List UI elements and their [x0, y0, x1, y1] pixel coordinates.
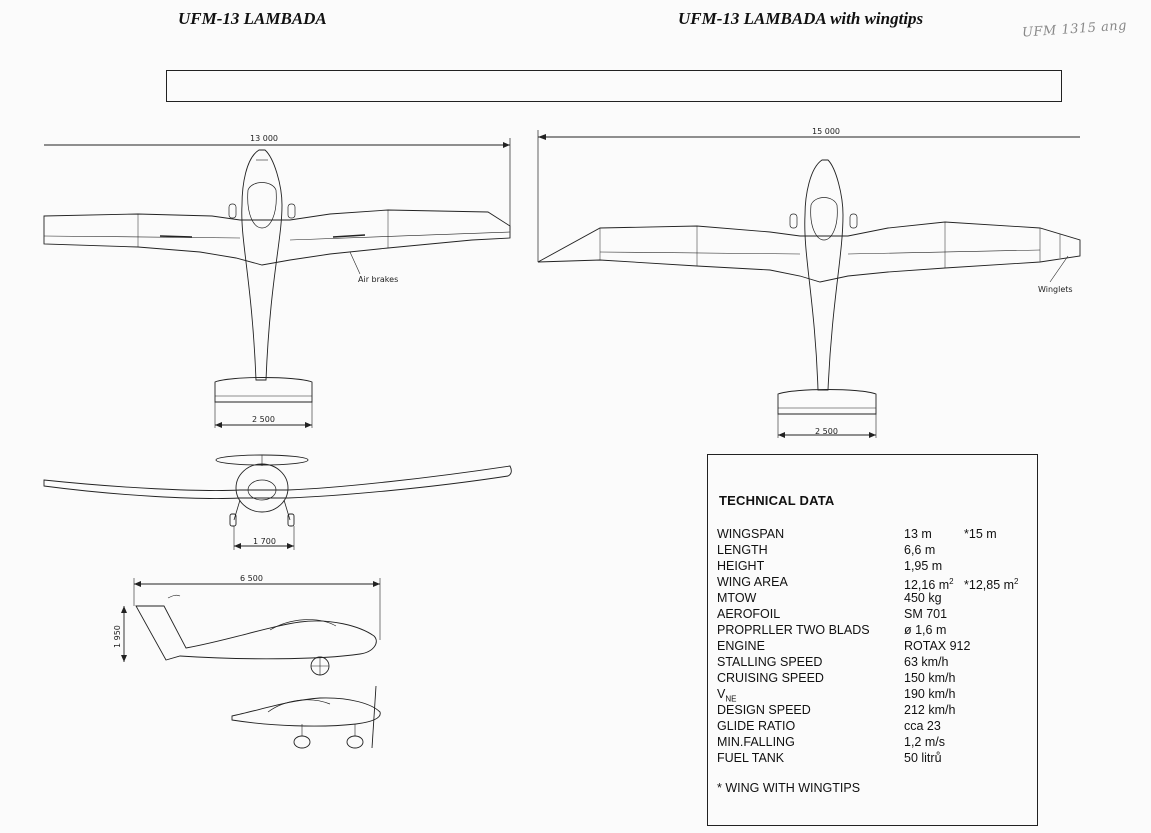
- top-view-15m: 15 000 Winglets 2 500: [537, 127, 1081, 438]
- spec-label: MTOW: [717, 591, 757, 605]
- dim-track: 1 700: [253, 537, 276, 546]
- spec-label: FUEL TANK: [717, 751, 785, 765]
- spec-value: ROTAX 912: [904, 639, 971, 653]
- dim-height: 1 950: [113, 625, 122, 648]
- dim-tail-left: 2 500: [252, 415, 275, 424]
- title-left: UFM-13 LAMBADA: [178, 9, 327, 28]
- spec-label: AEROFOIL: [717, 607, 781, 621]
- spec-label: MIN.FALLING: [717, 735, 795, 749]
- spec-label: PROPRLLER TWO BLADS: [717, 623, 870, 637]
- spec-value: 1,2 m/s: [904, 735, 945, 749]
- spec-value: 1,95 m: [904, 559, 943, 573]
- spec-label: GLIDE RATIO: [717, 719, 796, 733]
- spec-label: DESIGN SPEED: [717, 703, 811, 717]
- spec-label: HEIGHT: [717, 559, 765, 573]
- spec-label: WING AREA: [717, 575, 788, 589]
- dim-tail-right: 2 500: [815, 427, 838, 436]
- spec-label: VNE: [717, 687, 737, 704]
- top-view-13m: 13 000 Air brakes 2 500: [43, 134, 511, 428]
- winglets-label: Winglets: [1038, 285, 1073, 294]
- spec-value: 190 km/h: [904, 687, 956, 701]
- spec-value: 150 km/h: [904, 671, 956, 685]
- spec-value: ø 1,6 m: [904, 623, 947, 637]
- front-view: 1 700: [43, 454, 512, 550]
- spec-value: 50 litrů: [904, 751, 942, 765]
- spec-label: CRUISING SPEED: [717, 671, 824, 685]
- technical-data-footnote: * WING WITH WINGTIPS: [717, 781, 861, 795]
- title-frame: [166, 70, 1062, 102]
- spec-value: 12,16 m2: [904, 577, 954, 593]
- spec-value: cca 23: [904, 719, 941, 733]
- spec-value: SM 701: [904, 607, 948, 621]
- side-view: 6 500 1 950: [113, 574, 381, 676]
- dim-span-15: 15 000: [812, 127, 840, 136]
- technical-data-heading: TECHNICAL DATA: [719, 493, 835, 508]
- spec-label: ENGINE: [717, 639, 765, 653]
- spec-label: WINGSPAN: [717, 527, 785, 541]
- spec-value: 450 kg: [904, 591, 942, 605]
- dim-length: 6 500: [240, 574, 263, 583]
- spec-value: 6,6 m: [904, 543, 936, 557]
- technical-data-panel: [707, 454, 1038, 826]
- spec-alt-value: *12,85 m2: [964, 577, 1019, 593]
- spec-label: STALLING SPEED: [717, 655, 823, 669]
- spec-alt-value: *15 m: [964, 527, 997, 541]
- spec-label: LENGTH: [717, 543, 768, 557]
- side-view-lower: [231, 685, 381, 749]
- spec-value: 63 km/h: [904, 655, 949, 669]
- air-brakes-label: Air brakes: [358, 275, 398, 284]
- spec-value: 13 m: [904, 527, 932, 541]
- spec-value: 212 km/h: [904, 703, 956, 717]
- title-right: UFM-13 LAMBADA with wingtips: [678, 9, 924, 28]
- dim-span-13: 13 000: [250, 134, 278, 143]
